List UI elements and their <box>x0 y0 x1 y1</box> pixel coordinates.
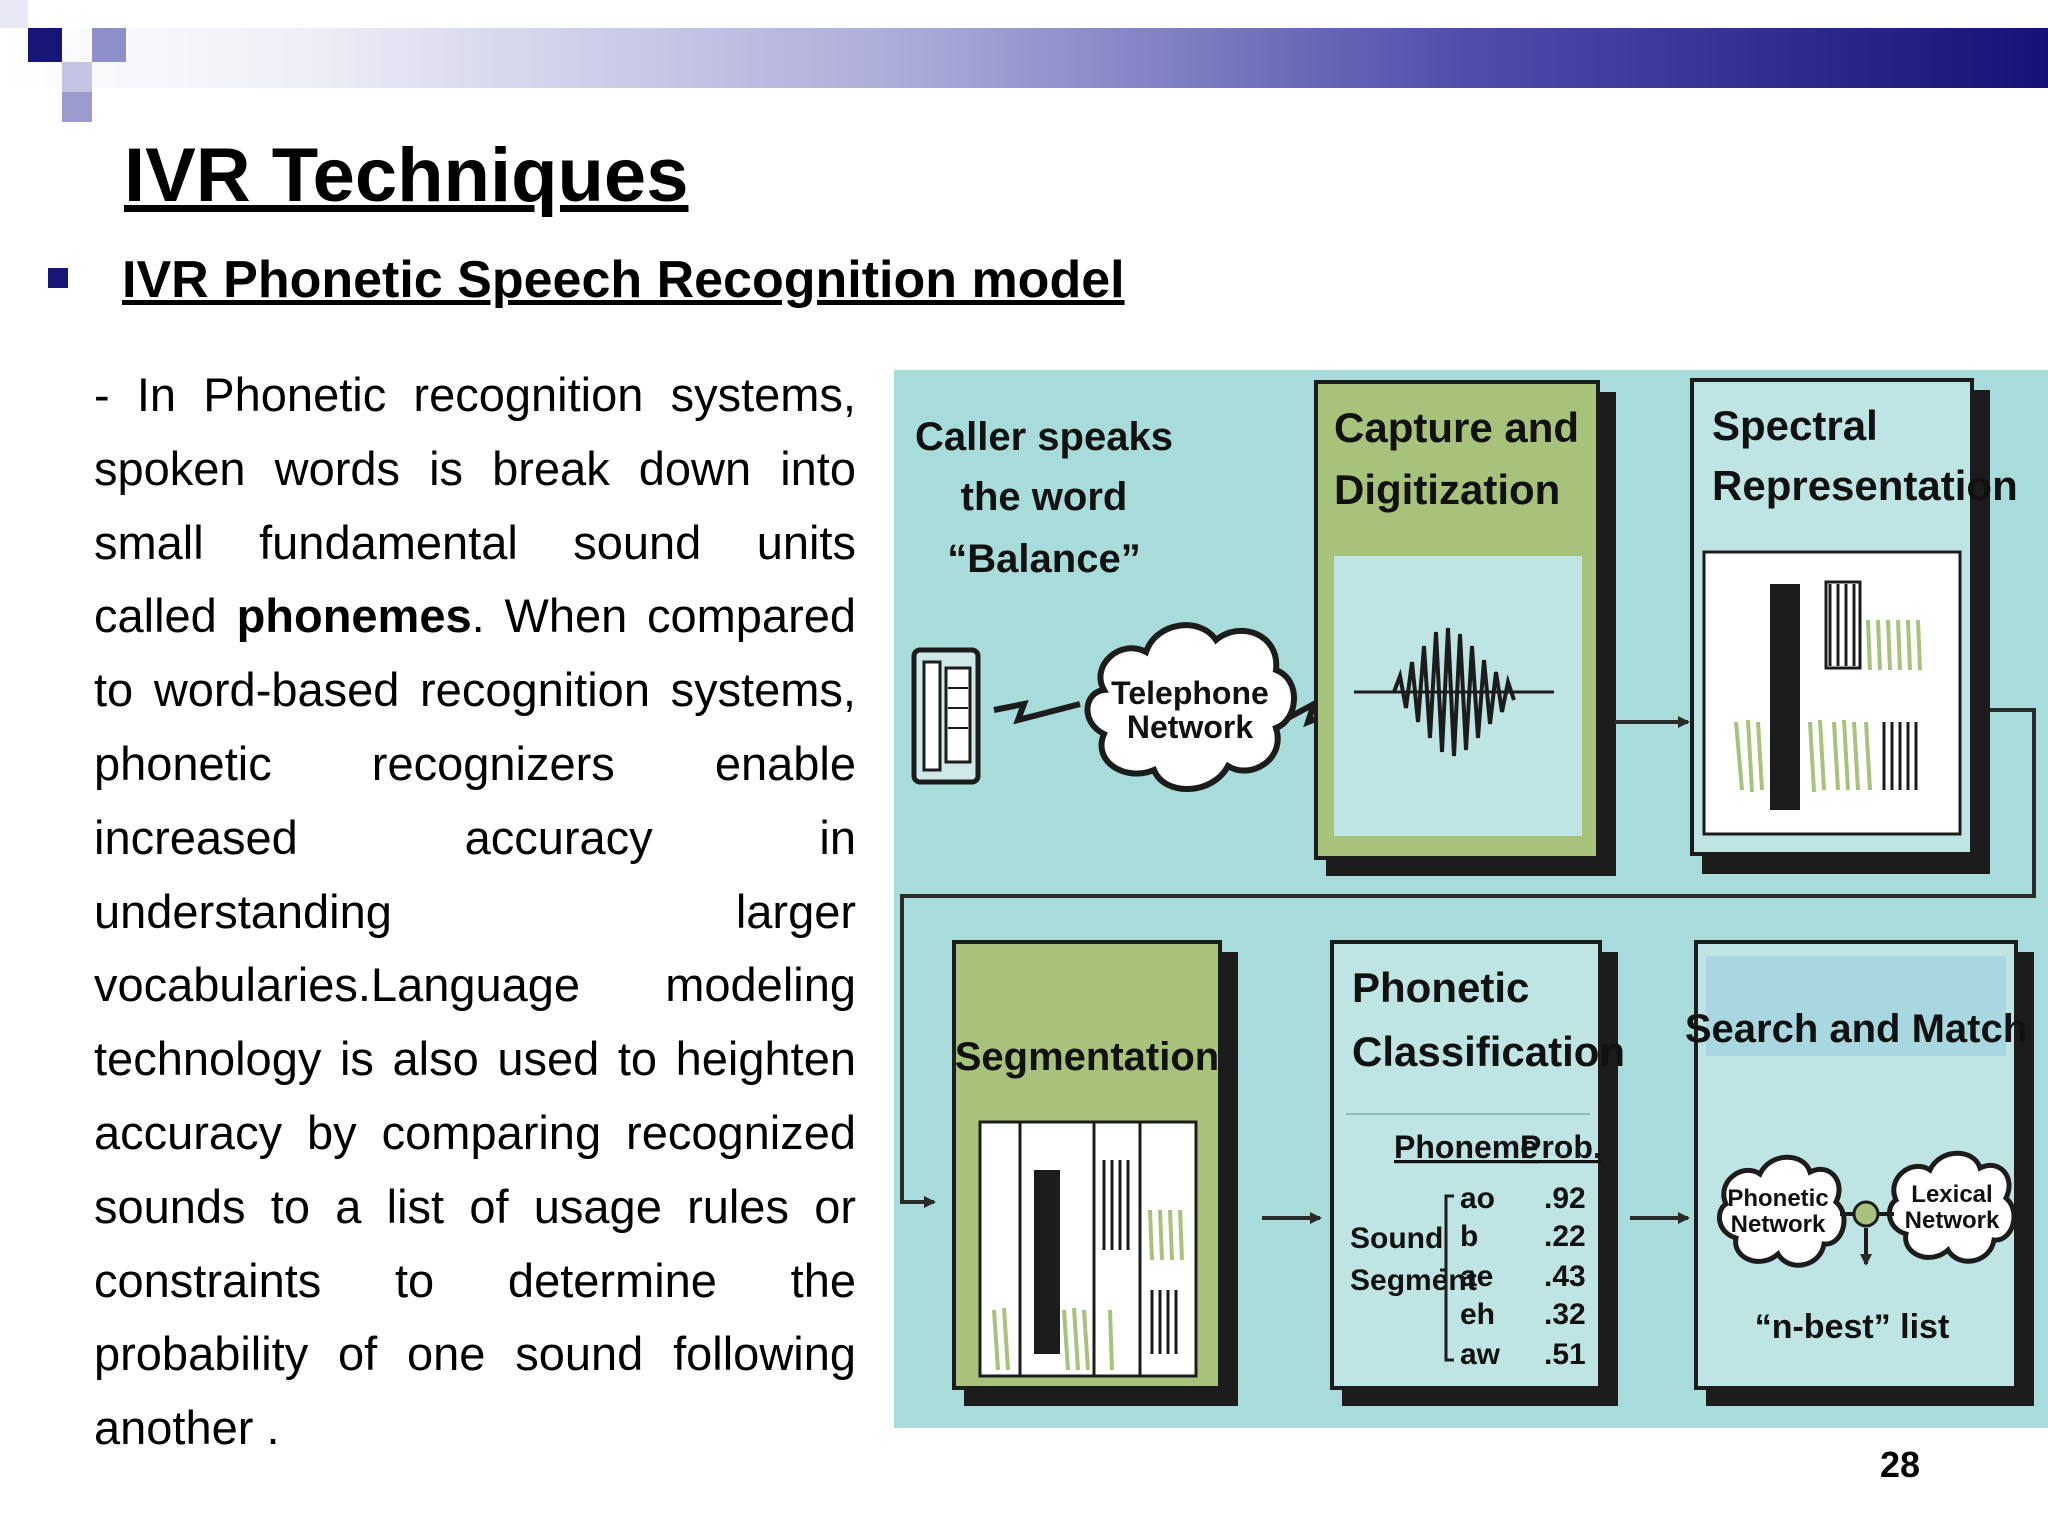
phonetic-classification-box <box>1330 940 1602 1390</box>
segmentation-title: Segmentation <box>955 1035 1219 1079</box>
spectrogram-icon <box>1734 580 1922 810</box>
lexical-network-line2: Network <box>1905 1207 2000 1234</box>
telephone-network-cloud-icon <box>1084 622 1297 792</box>
header-band <box>0 28 2048 88</box>
page-number: 28 <box>1880 1444 1921 1485</box>
slide-subtitle: IVR Phonetic Speech Recognition model <box>122 251 1125 309</box>
sound-label-line2: Segment <box>1350 1264 1477 1297</box>
phonetic-network-cloud-icon <box>1716 1154 1847 1268</box>
table-header-phoneme: Phoneme <box>1394 1129 1538 1165</box>
caller-label-line1: Caller speaks <box>915 415 1173 459</box>
nbest-list-label: “n-best” list <box>1755 1308 1950 1346</box>
phoneme-value: aw <box>1460 1338 1501 1371</box>
phonetic-network-line2: Network <box>1731 1211 1826 1238</box>
lexical-network-line1: Lexical <box>1911 1181 1992 1208</box>
body-text-start: - In Phonetic recognition systems, spoke… <box>94 368 856 643</box>
phonetic-title-line1: Phonetic <box>1352 964 1529 1011</box>
body-text-end: . When compared to word-based recognitio… <box>94 589 857 1455</box>
corner-square <box>92 28 126 62</box>
body-text-bold: phonemes <box>236 589 472 643</box>
segmented-spectrogram-icon <box>992 1122 1184 1376</box>
phoneme-value: b <box>1460 1220 1478 1253</box>
phoneme-value: ao <box>1460 1182 1495 1215</box>
spectral-title-line1: Spectral <box>1712 402 1878 449</box>
probability-value: .51 <box>1544 1338 1586 1371</box>
probability-value: .32 <box>1544 1298 1586 1331</box>
phonetic-network-line1: Phonetic <box>1727 1185 1828 1212</box>
corner-square <box>62 92 92 122</box>
table-header-prob: Prob. <box>1520 1129 1602 1165</box>
caller-label-line2: the word <box>961 475 1128 519</box>
phoneme-value: ae <box>1460 1260 1493 1293</box>
phonetic-title-line2: Classification <box>1352 1028 1625 1075</box>
lexical-network-cloud-icon <box>1886 1150 2017 1264</box>
caller-label-line3: “Balance” <box>947 537 1140 581</box>
probability-value: .92 <box>1544 1182 1586 1215</box>
speech-recognition-diagram: Caller speaks the word “Balance” Telepho… <box>894 370 2048 1428</box>
probability-value: .43 <box>1544 1260 1586 1293</box>
phoneme-value: eh <box>1460 1298 1495 1331</box>
capture-title-line1: Capture and <box>1334 404 1579 451</box>
capture-title-line2: Digitization <box>1334 466 1560 513</box>
match-node-icon <box>1852 1200 1880 1228</box>
signal-bolt-icon <box>993 699 1081 725</box>
corner-square <box>0 0 28 28</box>
slide-title: IVR Techniques <box>124 133 689 218</box>
network-label-line1: Telephone <box>1111 675 1269 711</box>
corner-square <box>28 28 62 62</box>
bullet-icon <box>48 268 68 288</box>
signal-bolt-icon <box>1286 697 1320 728</box>
spectral-title-line2: Representation <box>1712 462 2018 509</box>
bracket <box>1440 1194 1454 1362</box>
search-title: Search and Match <box>1685 1007 2027 1051</box>
sound-label-line1: Sound <box>1350 1222 1443 1255</box>
telephone-icon <box>911 647 981 785</box>
network-label-line2: Network <box>1127 709 1253 745</box>
flow-connector <box>900 708 2036 1208</box>
probability-value: .22 <box>1544 1220 1586 1253</box>
corner-square <box>62 62 92 92</box>
waveform-icon <box>1392 627 1516 757</box>
body-paragraph: - In Phonetic recognition systems, spoke… <box>94 358 856 1465</box>
